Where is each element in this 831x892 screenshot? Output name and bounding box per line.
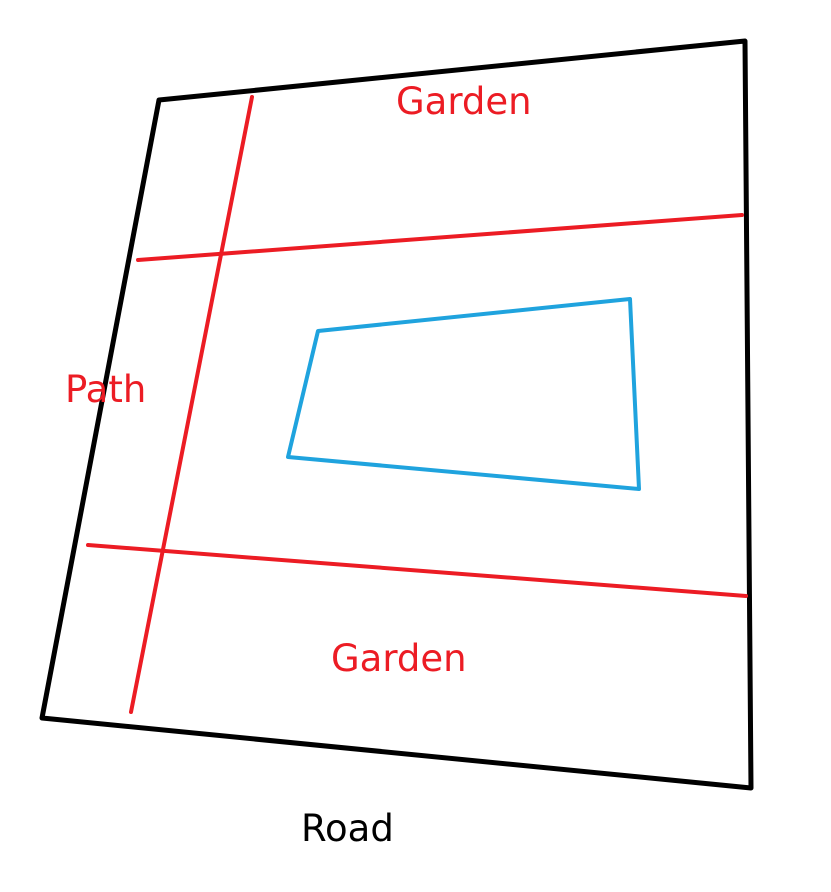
path-line <box>129 95 254 714</box>
bottom-garden-divider <box>86 543 748 598</box>
property-boundary <box>39 38 754 791</box>
garden-top-label: Garden <box>396 80 532 123</box>
road-label: Road <box>301 807 394 850</box>
central-plot <box>286 297 641 491</box>
top-garden-divider <box>136 213 744 262</box>
path-label: Path <box>65 368 146 411</box>
garden-bottom-label: Garden <box>331 637 467 680</box>
